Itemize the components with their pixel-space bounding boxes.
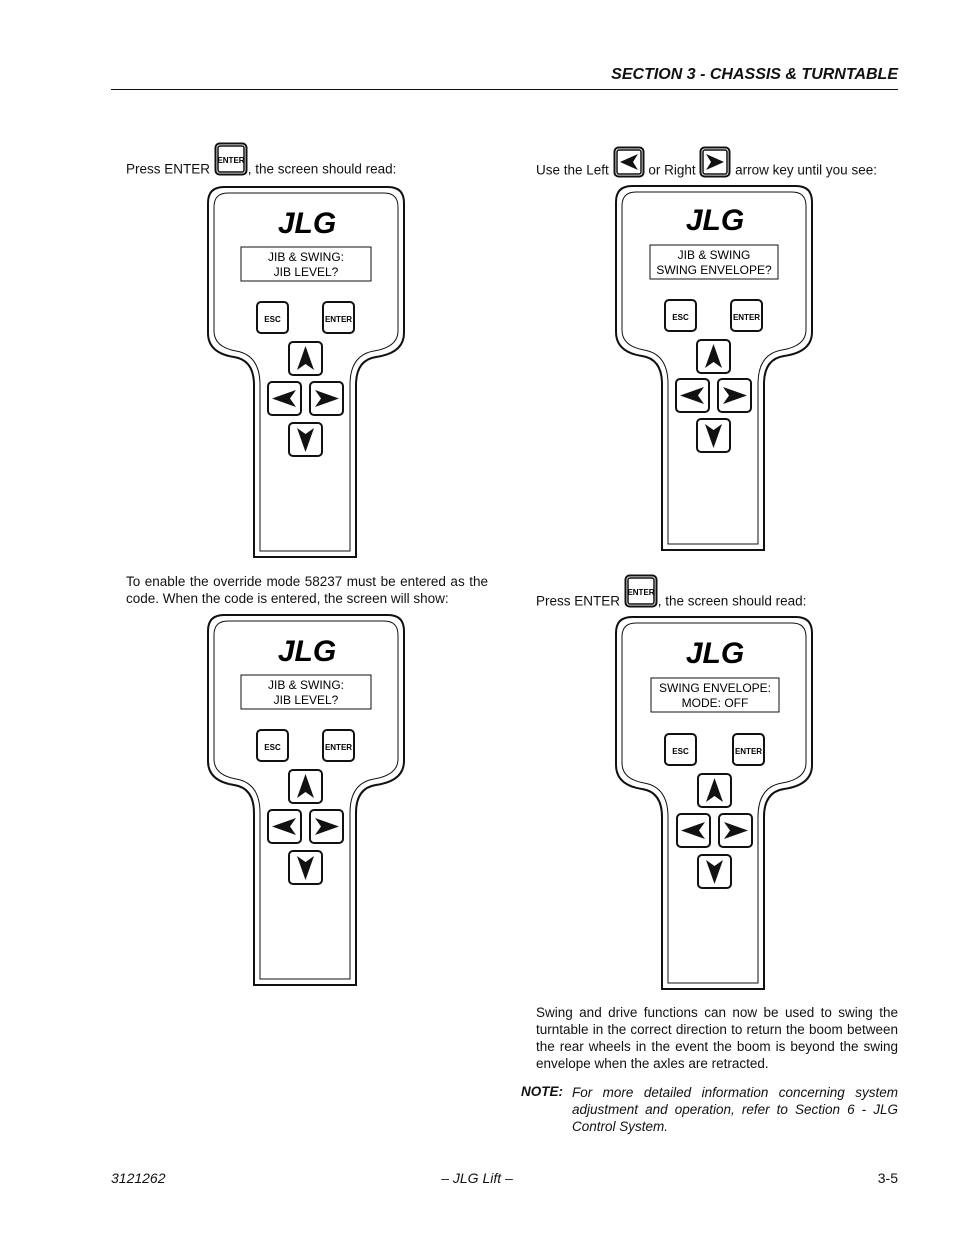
left-arrow-button[interactable] — [267, 809, 302, 844]
enter-button[interactable] — [732, 733, 765, 766]
esc-button-label: ESC — [264, 743, 281, 752]
body-paragraph: Swing and drive functions can now be use… — [536, 1005, 898, 1071]
analyzer-device-2: JLG JIB & SWING SWING ENVELOPE? ESC ENTE… — [614, 184, 814, 559]
esc-button[interactable] — [664, 299, 697, 332]
down-arrow-button[interactable] — [288, 422, 323, 457]
enter-button[interactable] — [322, 301, 355, 334]
step-1-text-after: , the screen should read: — [247, 161, 397, 177]
down-arrow-button[interactable] — [288, 850, 323, 885]
esc-button-label: ESC — [264, 315, 281, 324]
up-arrow-button[interactable] — [288, 341, 323, 376]
display-line-2: JIB LEVEL? — [274, 265, 339, 279]
display-line-1: SWING ENVELOPE: — [659, 681, 771, 695]
enter-button[interactable] — [730, 299, 763, 332]
enter-button-label: ENTER — [325, 743, 352, 752]
step-1-instruction: Press ENTER ENTER , the screen should re… — [126, 142, 426, 180]
display-line-1: JIB & SWING — [678, 248, 751, 262]
esc-button-label: ESC — [672, 313, 689, 322]
left-arrow-button[interactable] — [675, 378, 710, 413]
jlg-logo: JLG — [686, 204, 744, 237]
left-arrow-button[interactable] — [676, 813, 711, 848]
right-arrow-button[interactable] — [309, 381, 344, 416]
up-arrow-button[interactable] — [696, 339, 731, 374]
esc-button[interactable] — [664, 733, 697, 766]
footer-page-number: 3-5 — [877, 1170, 898, 1186]
enter-key-icon: ENTER — [624, 574, 658, 612]
left-arrow-button[interactable] — [267, 381, 302, 416]
header-rule — [111, 89, 898, 90]
step-2-text-middle: or Right — [648, 162, 696, 178]
enter-key-label: ENTER — [627, 588, 654, 597]
display-line-1: JIB & SWING: — [268, 250, 344, 264]
enter-button-label: ENTER — [325, 315, 352, 324]
right-arrow-button[interactable] — [309, 809, 344, 844]
step-3-instruction: To enable the override mode 58237 must b… — [126, 574, 488, 606]
up-arrow-button[interactable] — [288, 769, 323, 804]
note-label: NOTE: — [521, 1084, 563, 1099]
step-2-instruction: Use the Left or Right arrow key until yo… — [536, 146, 898, 182]
enter-key-label: ENTER — [217, 156, 244, 165]
analyzer-device-4: JLG SWING ENVELOPE: MODE: OFF ESC ENTER — [614, 615, 814, 998]
jlg-logo: JLG — [278, 635, 336, 668]
left-arrow-key-icon — [613, 146, 645, 182]
display-line-2: JIB LEVEL? — [274, 693, 339, 707]
right-arrow-button[interactable] — [718, 813, 753, 848]
footer-center-title: – JLG Lift – — [441, 1170, 513, 1186]
analyzer-device-1: JLG JIB & SWING: JIB LEVEL? ESC ENTER — [206, 185, 406, 565]
display-line-1: JIB & SWING: — [268, 678, 344, 692]
down-arrow-button[interactable] — [697, 854, 732, 889]
up-arrow-button[interactable] — [697, 773, 732, 808]
analyzer-device-3: JLG JIB & SWING: JIB LEVEL? ESC ENTER — [206, 613, 406, 993]
display-line-2: MODE: OFF — [682, 696, 749, 710]
section-title: SECTION 3 - CHASSIS & TURNTABLE — [611, 66, 898, 83]
step-1-text-before: Press ENTER — [126, 161, 211, 177]
enter-button-label: ENTER — [733, 313, 760, 322]
enter-button-label: ENTER — [735, 747, 762, 756]
note-text: For more detailed information concerning… — [572, 1085, 898, 1134]
jlg-logo: JLG — [278, 207, 336, 240]
esc-button[interactable] — [256, 301, 289, 334]
display-line-2: SWING ENVELOPE? — [656, 263, 772, 277]
step-4-instruction: Press ENTER ENTER , the screen should re… — [536, 574, 856, 612]
step-4-text-before: Press ENTER — [536, 593, 621, 609]
jlg-logo: JLG — [686, 637, 744, 670]
enter-button[interactable] — [322, 729, 355, 762]
enter-key-icon: ENTER — [214, 142, 248, 180]
step-4-text-after: , the screen should read: — [657, 593, 807, 609]
esc-button-label: ESC — [672, 747, 689, 756]
right-arrow-button[interactable] — [717, 378, 752, 413]
step-2-text-after: arrow key until you see: — [735, 162, 877, 178]
right-arrow-key-icon — [699, 146, 731, 182]
step-2-text-before: Use the Left — [536, 162, 609, 178]
footer-doc-number: 3121262 — [111, 1170, 166, 1186]
esc-button[interactable] — [256, 729, 289, 762]
down-arrow-button[interactable] — [696, 418, 731, 453]
